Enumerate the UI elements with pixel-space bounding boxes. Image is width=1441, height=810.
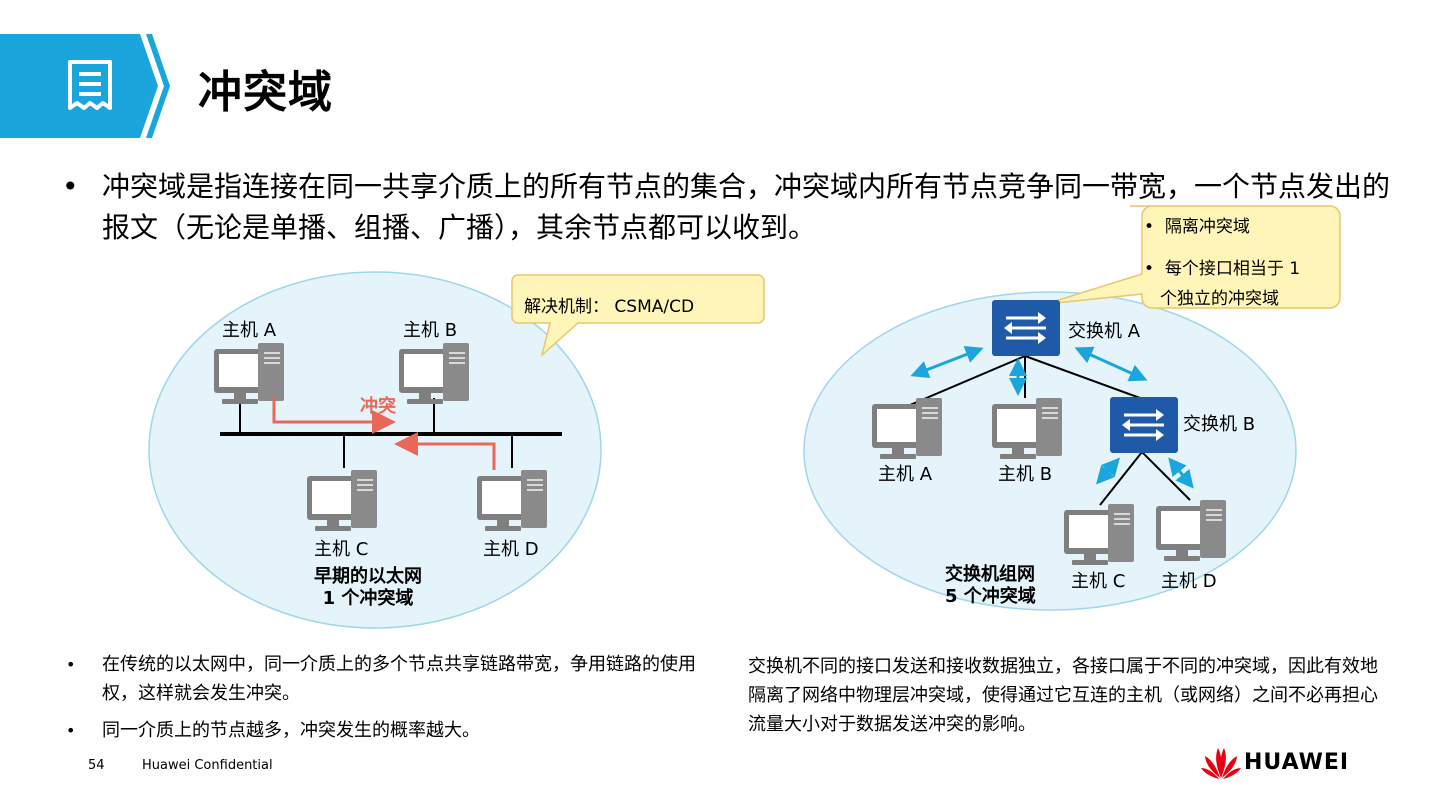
switch-b-icon — [1108, 395, 1180, 455]
isolation-arrows — [910, 345, 1194, 489]
left-caption: 早期的以太网 1 个冲突域 — [298, 566, 438, 610]
right-callout-item-1: • 隔离冲突域 — [1144, 217, 1250, 237]
switch-a-label: 交换机 A — [1068, 321, 1141, 342]
switch-b-label: 交换机 B — [1183, 414, 1256, 435]
right-host-b-label: 主机 B — [998, 464, 1053, 485]
left-callout-bubble — [511, 274, 765, 358]
bullet-dot: • — [66, 721, 76, 740]
switch-a-icon — [990, 298, 1062, 358]
right-host-a-label: 主机 A — [878, 464, 933, 485]
huawei-logo: HUAWEI — [1200, 744, 1360, 784]
page-number: 54 — [88, 758, 105, 773]
left-host-a-label: 主机 A — [222, 320, 277, 341]
right-host-d-label: 主机 D — [1161, 571, 1217, 592]
right-callout-item-2: • 每个接口相当于 1 — [1144, 259, 1301, 279]
left-caption-line2: 1 个冲突域 — [322, 588, 414, 609]
bottom-bullet-text: 在传统的以太网中，同一介质上的多个节点共享链路带宽，争用链路的使用权，这样就会发… — [102, 654, 696, 704]
huawei-logo-text: HUAWEI — [1244, 750, 1350, 775]
bullet-dot: • — [66, 655, 76, 674]
collision-label: 冲突 — [360, 396, 396, 417]
left-host-c-label: 主机 C — [314, 539, 369, 560]
left-callout-text: 解决机制： CSMA/CD — [524, 297, 695, 317]
right-host-c-label: 主机 C — [1071, 571, 1126, 592]
document-icon — [68, 60, 112, 110]
right-caption-line2: 5 个冲突域 — [945, 586, 1036, 607]
collision-arrow-a — [272, 398, 396, 434]
bottom-bullet-text: 同一介质上的节点越多，冲突发生的概率越大。 — [102, 720, 480, 741]
bullet-dot: • — [62, 170, 79, 203]
main-bullet-text: 冲突域是指连接在同一共享介质上的所有节点的集合，冲突域内所有节点竞争同一带宽，一… — [102, 170, 1391, 244]
left-host-d-label: 主机 D — [483, 539, 539, 560]
right-caption-line1: 交换机组网 — [945, 564, 1035, 585]
bottom-left-bullets: • 在传统的以太网中，同一介质上的多个节点共享链路带宽，争用链路的使用权，这样就… — [62, 650, 702, 753]
collision-arrow-d — [394, 432, 496, 470]
header-banner — [0, 34, 170, 138]
left-caption-line1: 早期的以太网 — [314, 566, 422, 587]
confidential-label: Huawei Confidential — [142, 758, 273, 773]
huawei-flower-icon — [1201, 748, 1241, 779]
bottom-right-text: 交换机不同的接口发送和接收数据独立，各接口属于不同的冲突域，因此有效地隔离了网络… — [748, 656, 1378, 735]
right-callout-bubble — [1045, 205, 1341, 309]
bottom-bullet-item: • 在传统的以太网中，同一介质上的多个节点共享链路带宽，争用链路的使用权，这样就… — [62, 650, 702, 708]
left-host-b-label: 主机 B — [403, 320, 458, 341]
right-caption: 交换机组网 5 个冲突域 — [945, 564, 1061, 608]
bottom-bullet-item: • 同一介质上的节点越多，冲突发生的概率越大。 — [62, 716, 702, 745]
right-callout-item-2-cont: 个独立的冲突域 — [1160, 289, 1279, 309]
page-title: 冲突域 — [198, 67, 333, 118]
